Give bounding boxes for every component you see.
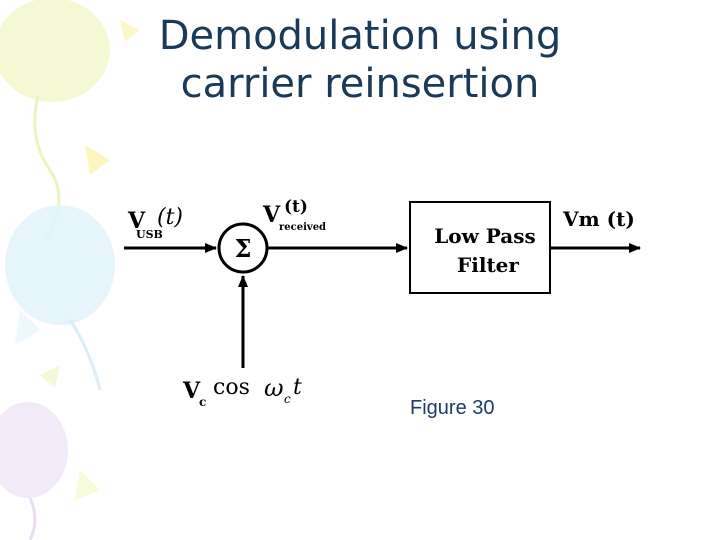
filter-label-line-1: Low Pass: [434, 224, 536, 248]
filter-label-line-2: Filter: [457, 253, 519, 277]
figure-caption: Figure 30: [410, 397, 495, 419]
carrier-omega: ω: [264, 374, 284, 402]
purple-balloon-icon: [0, 402, 100, 540]
carrier-cos: cos: [213, 375, 250, 400]
slide-title: Demodulation using carrier reinsertion: [0, 12, 720, 108]
title-line-1: Demodulation using: [158, 13, 562, 59]
input-signal-label: V: [127, 208, 146, 234]
received-signal-args: (t): [284, 197, 308, 217]
carrier-time: t: [293, 375, 302, 400]
blue-balloon-icon: [5, 205, 115, 391]
output-signal-label: Vm (t): [562, 207, 635, 231]
carrier-omega-subscript: c: [284, 392, 291, 406]
green-confetti-icon: [40, 365, 60, 388]
input-signal-args: (t): [157, 205, 183, 230]
carrier-signal-subscript: c: [199, 395, 206, 409]
carrier-signal-main: V: [182, 378, 201, 404]
received-signal-main: V: [262, 202, 281, 228]
input-signal-subscript: USB: [136, 228, 163, 241]
title-line-2: carrier reinsertion: [180, 61, 540, 107]
low-pass-filter-box: [409, 201, 551, 294]
summer-symbol: Σ: [235, 234, 252, 263]
yellow-confetti-icon: [120, 20, 140, 42]
received-signal-subscript: received: [279, 222, 326, 233]
input-signal-main: V: [127, 208, 146, 234]
